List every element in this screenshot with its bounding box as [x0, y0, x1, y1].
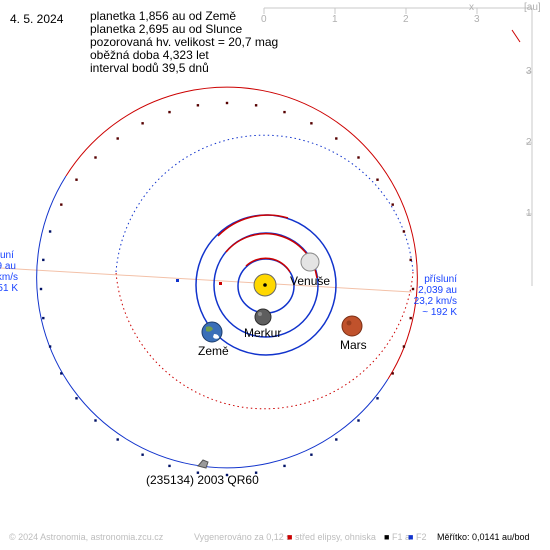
y-tick-label: 2: [526, 137, 532, 148]
orbit-point-marker: [42, 258, 45, 262]
orbit-point-marker: [391, 203, 394, 206]
orbit-point-marker: [254, 471, 258, 474]
orbit-point-marker: [225, 101, 229, 105]
y-tick-label: 3: [526, 66, 532, 77]
info-magnitude: pozorovaná hv. velikost = 20,7 mag: [90, 35, 279, 49]
asteroid-orbit: [36, 86, 418, 469]
orbit-point-marker: [42, 316, 45, 320]
orbit-point-marker: [48, 345, 52, 348]
orbit-point-marker: [116, 438, 119, 441]
orbit-point-marker: [75, 397, 78, 400]
orbit-point-marker: [48, 230, 52, 233]
x-tick-label: 1: [332, 14, 338, 25]
orbit-point-marker: [254, 104, 258, 107]
axis-unit-label: [au]: [524, 2, 541, 13]
aphelion-distance: 9 au: [0, 261, 16, 272]
orbit-point-marker: [391, 372, 394, 375]
perihelion-speed: 23,2 km/s: [413, 296, 457, 307]
x-tick-label: 3: [474, 14, 480, 25]
x-tick-label: 0: [261, 14, 267, 25]
coordinate-axes: [263, 7, 533, 286]
mercury-label: Merkur: [244, 326, 282, 340]
orbit-point-marker: [141, 122, 144, 125]
info-earth-distance: planetka 1,856 au od Země: [90, 9, 237, 23]
info-point-interval: interval bodů 39,5 dnů: [90, 61, 209, 75]
orbit-point-marker: [196, 471, 200, 474]
orbit-point-marker: [335, 438, 338, 441]
orbit-point-marker: [357, 156, 360, 159]
venus-label: Venuše: [290, 274, 331, 288]
perihelion-title: přísluní: [424, 274, 457, 285]
mercury-icon: [254, 308, 272, 326]
outer-orbit-edge: [511, 29, 521, 43]
orbit-point-marker: [94, 156, 97, 159]
aphelion-speed: km/s: [0, 272, 18, 283]
orbit-point-marker: [60, 372, 63, 375]
footer-f1-legend: ■ F1 a: [384, 532, 410, 542]
aphelion-temperature: 51 K: [0, 283, 18, 294]
date-label: 4. 5. 2024: [10, 12, 64, 26]
y-tick-label: 1: [526, 208, 532, 219]
orbit-point-marker: [75, 178, 78, 181]
focus-f2-marker: [176, 279, 179, 282]
earth-label: Země: [198, 344, 229, 358]
orbit-point-marker: [116, 137, 119, 140]
aphelion-info: ísluní 9 au km/s 51 K: [0, 250, 22, 294]
asteroid-info: planetka 1,856 au od Země planetka 2,695…: [90, 10, 278, 75]
orbit-point-marker: [402, 230, 406, 233]
x-tick-label: 2: [403, 14, 409, 25]
orbit-point-marker: [376, 178, 379, 181]
footer-f2-legend: ■ F2: [408, 532, 427, 542]
orbit-point-marker: [376, 397, 379, 400]
mercury-orbit-red-arc: [245, 257, 291, 273]
orbit-point-marker: [357, 419, 360, 422]
apsis-line: [0, 267, 413, 293]
orbit-point-marker: [60, 203, 63, 206]
footer-center-legend: ■ střed elipsy, ohniska: [287, 532, 376, 542]
orbit-point-marker: [283, 110, 286, 114]
mars-icon: [341, 315, 363, 337]
footer-copyright: © 2024 Astronomia, astronomia.zcu.cz: [9, 532, 164, 542]
mars-label: Mars: [340, 338, 367, 352]
perihelion-temperature: ~ 192 K: [422, 307, 457, 318]
footer-generated: Vygenerováno za 0,12 s: [194, 532, 291, 542]
footer-scale: Měřítko: 0,0141 au/bod: [437, 532, 530, 542]
orbit-point-marker: [39, 287, 43, 291]
venus-icon: [300, 252, 320, 272]
asteroid-label: (235134) 2003 QR60: [146, 473, 259, 487]
orbit-point-marker: [411, 287, 415, 291]
info-sun-distance: planetka 2,695 au od Slunce: [90, 22, 243, 36]
axis-x-label: x: [469, 2, 474, 13]
earth-icon: [201, 321, 223, 343]
orbit-point-marker: [335, 137, 338, 140]
orbit-point-marker: [409, 258, 412, 262]
orbit-point-marker: [310, 122, 313, 125]
earth-orbit-red-arc: [217, 214, 289, 237]
aphelion-title: ísluní: [0, 250, 14, 261]
ellipse-center-marker: [219, 282, 222, 285]
orbit-point-marker: [168, 110, 171, 114]
orbit-point-marker: [141, 453, 144, 456]
orbit-point-marker: [225, 473, 229, 477]
perihelion-info: přísluní 2,039 au 23,2 km/s ~ 192 K: [409, 274, 457, 318]
perihelion-distance: 2,039 au: [418, 285, 457, 296]
orbit-point-marker: [94, 419, 97, 422]
orbit-point-markers: [39, 101, 415, 477]
orbit-point-marker: [409, 316, 412, 320]
orbit-point-marker: [310, 453, 313, 456]
sun-icon: [253, 273, 277, 297]
orbit-point-marker: [168, 464, 171, 468]
orbit-point-marker: [402, 345, 406, 348]
asteroid-icon: [197, 459, 209, 469]
mars-orbit: [115, 134, 414, 410]
orbit-point-marker: [283, 464, 286, 468]
orbit-point-marker: [196, 104, 200, 107]
info-orbital-period: oběžná doba 4,323 let: [90, 48, 209, 62]
